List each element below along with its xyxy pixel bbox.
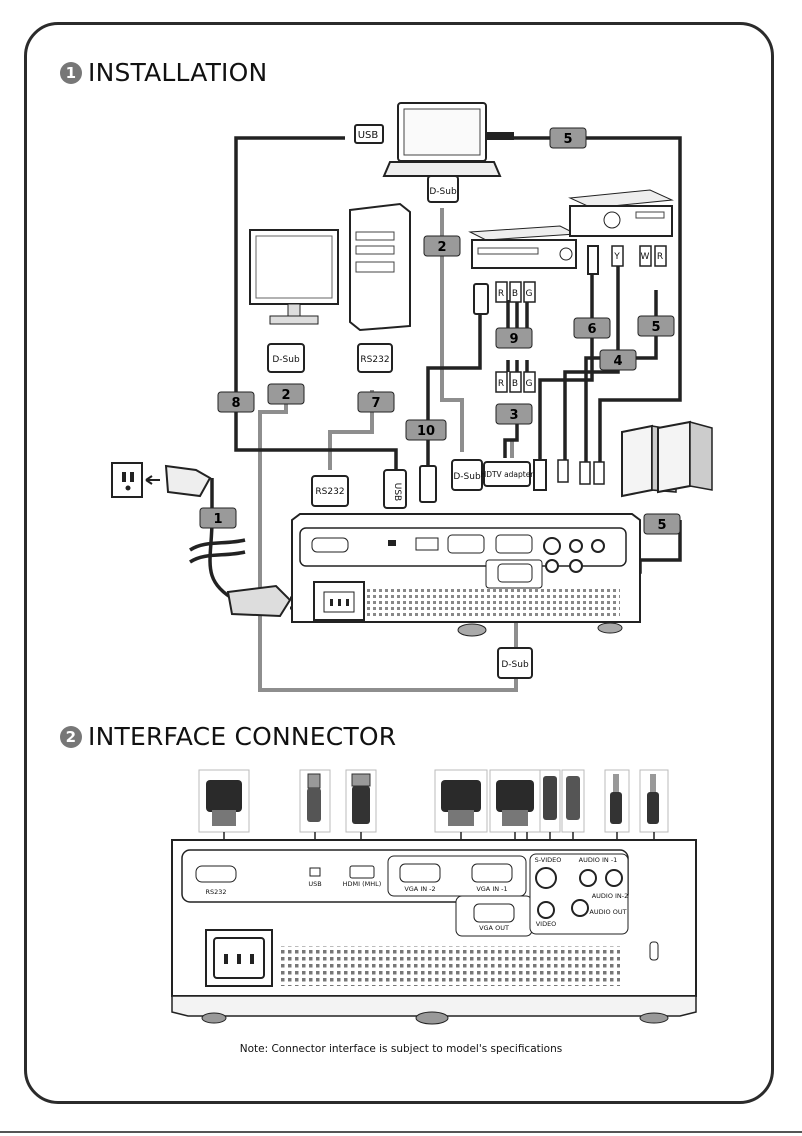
- rs232-label-projector: RS232: [315, 487, 344, 497]
- cable-tag-5-laptop: 5: [549, 127, 587, 149]
- port-label-usb: USB: [308, 880, 321, 888]
- desktop-tower-illustration: [349, 202, 411, 332]
- port-label-audio-out: AUDIO OUT: [589, 908, 626, 916]
- svg-text:5: 5: [563, 132, 572, 147]
- cable-tag-7: 7: [357, 391, 395, 413]
- hdtv-adapter-label: HDTV adapter: [481, 470, 535, 479]
- svg-text:2: 2: [281, 388, 290, 403]
- audio-in1-connector-photo: [604, 769, 630, 833]
- connector-text: USB D-Sub D-Sub RS232 RS232 USB D-Sub HD…: [272, 130, 663, 670]
- cable-tag-4: 4: [599, 349, 637, 371]
- monitor-illustration: [249, 229, 339, 325]
- usb-connector-photo: [299, 769, 331, 833]
- port-label-video: VIDEO: [536, 920, 557, 928]
- hdmi-connector-photo: [345, 769, 377, 833]
- port-label-audio-in1: AUDIO IN -1: [579, 856, 618, 864]
- wall-outlet-illustration: [111, 462, 212, 498]
- connector-photo-row: [198, 769, 669, 833]
- cable-tag-5-speakers: 5: [643, 513, 681, 535]
- dsub-label-vga-out: D-Sub: [501, 660, 529, 670]
- audio-out-connector-photo: [639, 769, 669, 833]
- usb-label-top: USB: [358, 130, 379, 141]
- vga-in2-connector-photo: [434, 769, 488, 833]
- vcr-illustration: [568, 189, 674, 237]
- y-label: Y: [613, 252, 620, 262]
- cable-tag-6: 6: [573, 317, 611, 339]
- cable-tag-5-dvd: 5: [637, 315, 675, 337]
- specification-note: Note: Connector interface is subject to …: [239, 1043, 563, 1055]
- dvd-player-illustration: [468, 225, 578, 269]
- bottom-divider: [0, 1131, 802, 1133]
- installation-diagram: USB D-Sub D-Sub RS232 RS232 USB D-Sub HD…: [111, 102, 713, 692]
- w-label: W: [641, 252, 650, 262]
- g-label-bottom: G: [526, 379, 533, 389]
- svg-text:9: 9: [509, 332, 518, 347]
- svg-text:5: 5: [651, 320, 660, 335]
- cable-tag-3: 3: [495, 403, 533, 425]
- usb-label-projector: USB: [392, 483, 402, 501]
- svg-text:6: 6: [587, 322, 596, 337]
- laptop-illustration: [382, 102, 514, 177]
- b-label-top: B: [512, 289, 518, 299]
- cable-tag-2-laptop: 2: [423, 235, 461, 257]
- cable-tag-9: 9: [495, 327, 533, 349]
- rs232-label-pc: RS232: [360, 355, 389, 365]
- port-label-svideo: S-VIDEO: [535, 856, 562, 864]
- g-label-top: G: [526, 289, 533, 299]
- port-label-vga-out: VGA OUT: [479, 924, 509, 932]
- r-label-bottom: R: [498, 379, 504, 389]
- svg-text:3: 3: [509, 408, 518, 423]
- speakers-illustration: [621, 420, 713, 498]
- projector-rear-panel: [171, 839, 697, 1025]
- vga-in1-connector-photo: [489, 769, 541, 833]
- cable-tag-1: 1: [199, 507, 237, 529]
- installation-heading: 1 INSTALLATION: [60, 58, 267, 87]
- section-title: INTERFACE CONNECTOR: [88, 722, 397, 751]
- svideo-connector-photo: [539, 769, 561, 833]
- interface-heading: 2 INTERFACE CONNECTOR: [60, 722, 396, 751]
- interface-connector-diagram: RS232 USB HDMI (MHL) VGA IN -2 VGA IN -1…: [171, 769, 697, 1025]
- projector-illustration: [291, 513, 641, 637]
- port-label-vga-in2: VGA IN -2: [404, 885, 435, 893]
- section-number-badge: 1: [60, 61, 82, 84]
- svg-text:2: 2: [437, 240, 446, 255]
- connector-heads: [267, 175, 599, 679]
- dsub-label-projector: D-Sub: [453, 472, 481, 482]
- svg-text:7: 7: [371, 396, 380, 411]
- port-labels: RS232 USB HDMI (MHL) VGA IN -2 VGA IN -1…: [205, 856, 628, 932]
- video-connector-photo: [561, 769, 585, 833]
- port-label-rs232: RS232: [205, 888, 226, 896]
- section-number-badge: 2: [60, 725, 82, 748]
- port-label-vga-in1: VGA IN -1: [476, 885, 507, 893]
- svg-text:8: 8: [231, 396, 240, 411]
- rs232-connector-photo: [198, 769, 250, 833]
- section-title: INSTALLATION: [88, 58, 268, 87]
- rca-plug-heads: [354, 124, 667, 485]
- svg-text:5: 5: [657, 518, 666, 533]
- dsub-label-laptop: D-Sub: [429, 187, 457, 197]
- cable-tag-2-monitor: 2: [267, 383, 305, 405]
- b-label-bottom: B: [512, 379, 518, 389]
- cable-tag-8: 8: [217, 391, 255, 413]
- port-label-hdmi: HDMI (MHL): [343, 880, 382, 888]
- svg-text:4: 4: [613, 354, 622, 369]
- dsub-label-monitor: D-Sub: [272, 355, 300, 365]
- svg-text:1: 1: [213, 512, 222, 527]
- cable-number-tags: 1 2 2 3 4 5 5 5 6 7 8 9 10: [199, 127, 681, 535]
- cable-tag-10: 10: [405, 419, 447, 441]
- r-label-top: R: [498, 289, 504, 299]
- r-label-audio: R: [657, 252, 663, 262]
- svg-text:10: 10: [417, 424, 435, 439]
- port-label-audio-in2: AUDIO IN-2: [592, 892, 629, 900]
- content-frame: [24, 22, 774, 1104]
